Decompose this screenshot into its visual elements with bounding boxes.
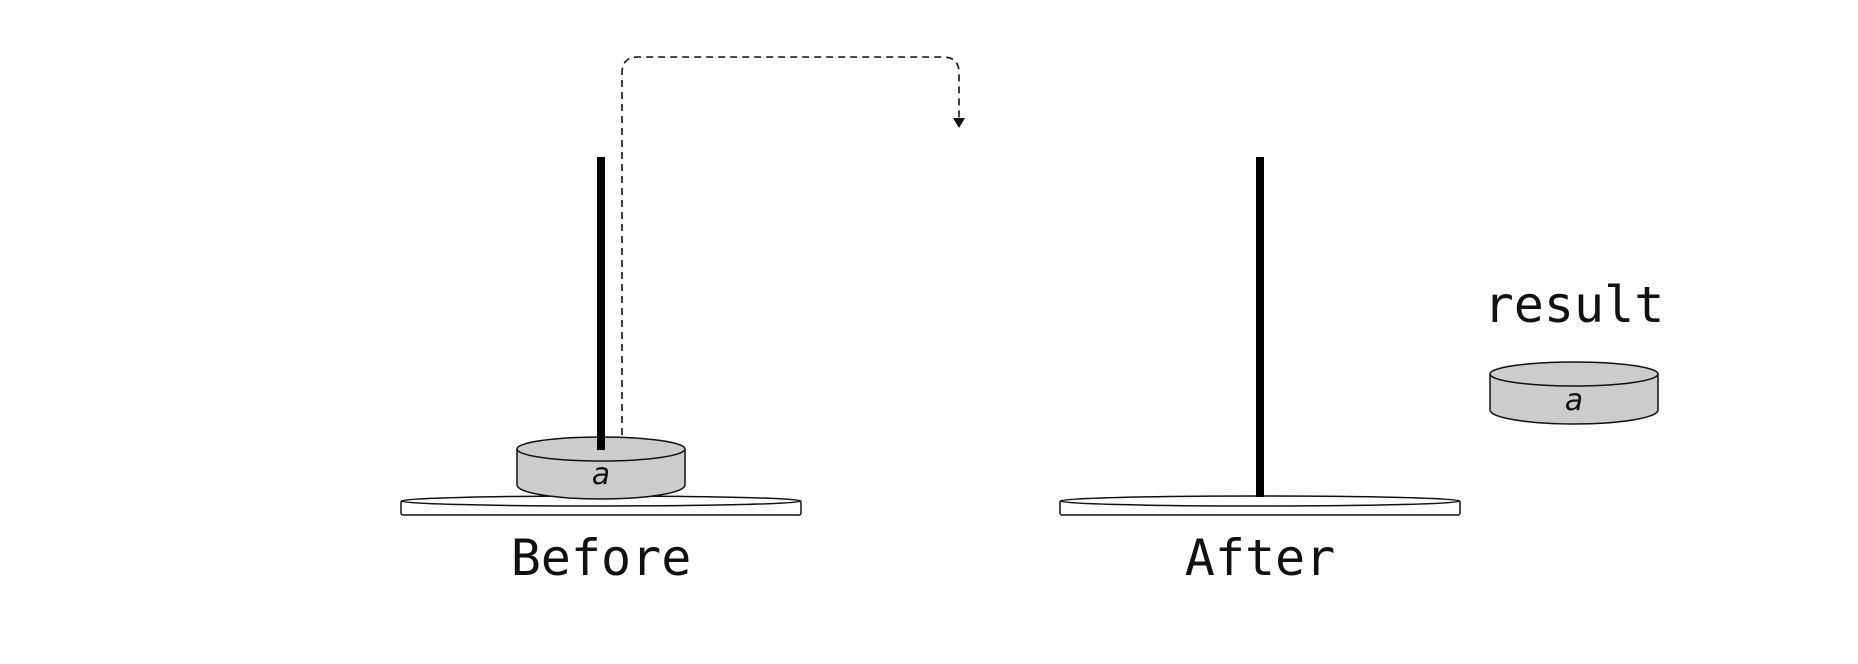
before-disc-label: a [592, 457, 610, 492]
result-group: result a [1484, 276, 1665, 425]
after-pole-group: After [1059, 157, 1461, 587]
result-disc: a [1489, 361, 1659, 425]
result-disc-label: a [1565, 383, 1583, 418]
before-caption: Before [511, 529, 692, 587]
after-pole [1256, 157, 1264, 497]
move-arrow [621, 56, 960, 435]
after-caption: After [1185, 529, 1336, 587]
after-base [1059, 495, 1461, 516]
before-pole-group: a Before [400, 157, 802, 587]
result-caption: result [1484, 276, 1665, 334]
move-arrow-head [953, 118, 965, 128]
before-pole [597, 157, 605, 450]
